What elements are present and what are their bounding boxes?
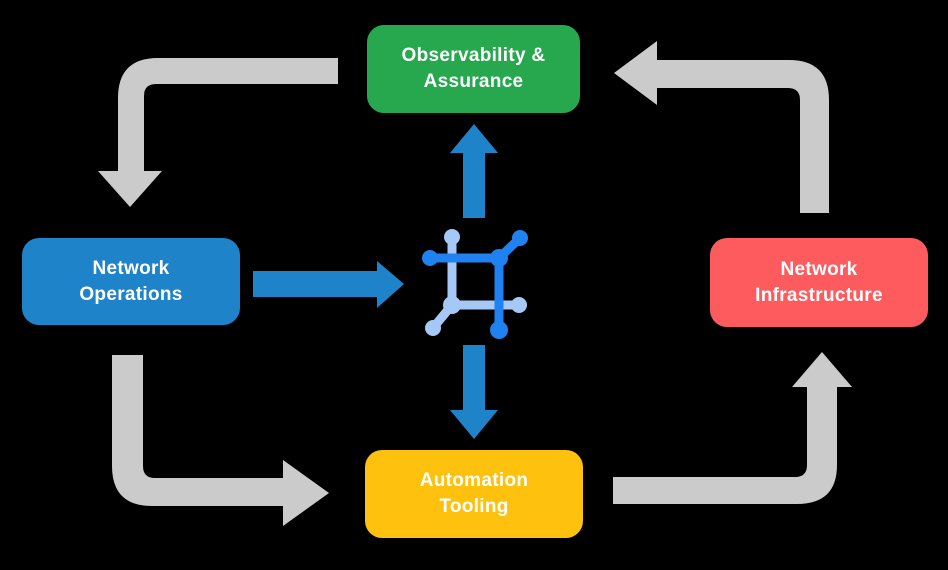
arrow-operations-to-automation [112,355,329,526]
node-network-operations: Network Operations [22,238,240,325]
arrow-observability-to-operations [98,58,338,207]
arrow-automation-to-infrastructure [613,352,852,504]
node-label-line2: Infrastructure [755,284,883,306]
node-label-line1: Network [92,257,170,279]
icon-dark-dots [422,230,528,339]
node-label-line1: Observability & [401,45,546,66]
arrow-operations-to-center [253,261,404,308]
icon-light-dots [425,229,527,336]
node-label-line1: Automation [419,470,529,491]
node-label-line2: Tooling [439,496,509,517]
node-label-line2: Assurance [423,71,524,92]
node-automation-tooling: Automation Tooling [365,450,583,538]
node-label-line2: Operations [79,283,183,305]
node-observability-assurance: Observability & Assurance [367,25,580,113]
node-label-line1: Network [780,258,858,280]
network-fabric-icon [422,229,528,339]
arrow-center-to-observability [450,124,498,218]
arrow-infrastructure-to-observability [614,41,829,213]
arrow-center-to-automation [450,345,498,439]
node-network-infrastructure: Network Infrastructure [710,238,928,327]
